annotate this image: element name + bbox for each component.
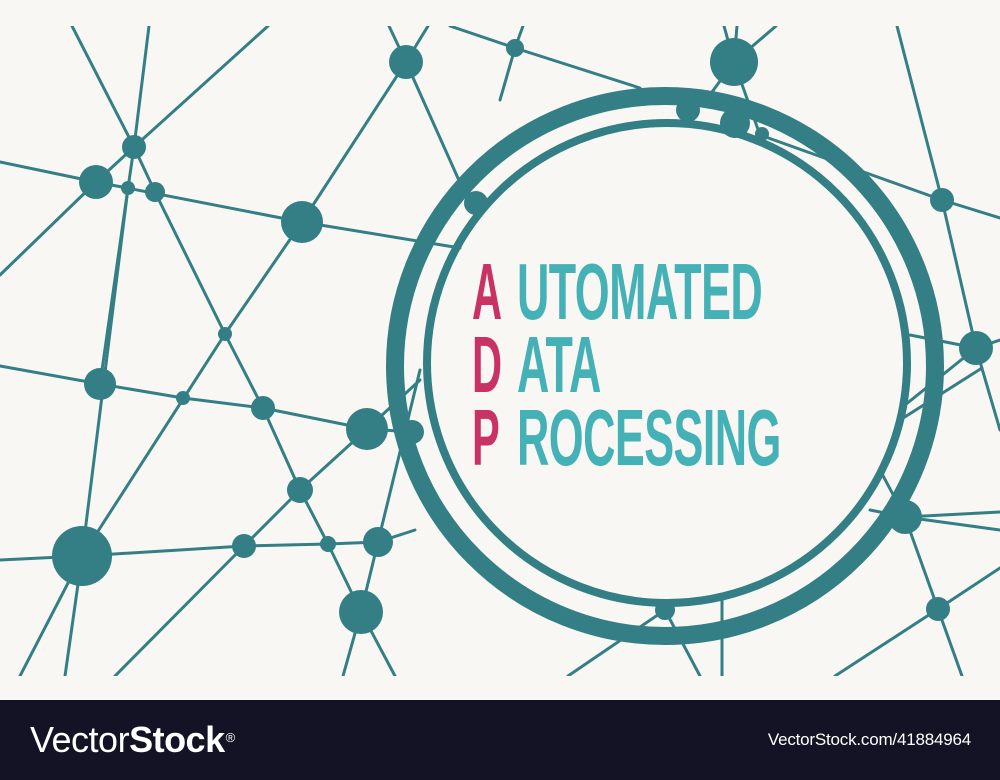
inner-ring (423, 119, 911, 607)
vectorstock-logo: VectorStock® (30, 720, 235, 760)
artwork: A UTOMATED D ATA P ROCESSING (0, 26, 1000, 676)
watermark-footer: VectorStock® VectorStock.com/41884964 (0, 700, 1000, 780)
headline-word-data: ATA (517, 320, 601, 409)
acronym-letter-d: D (472, 320, 502, 409)
outer-ring (386, 87, 944, 645)
registered-mark-icon: ® (225, 730, 236, 745)
headline-word-processing: ROCESSING (517, 393, 781, 482)
acronym-letter-p: P (472, 393, 500, 482)
image-credit: VectorStock.com/41884964 (767, 730, 971, 749)
brand-light: Vector (30, 719, 130, 760)
molecular-network-icon (0, 26, 1000, 676)
acronym-letter-a: A (472, 247, 502, 336)
headline-word-automated: UTOMATED (517, 247, 763, 336)
brand-bold: Stock (129, 719, 225, 760)
